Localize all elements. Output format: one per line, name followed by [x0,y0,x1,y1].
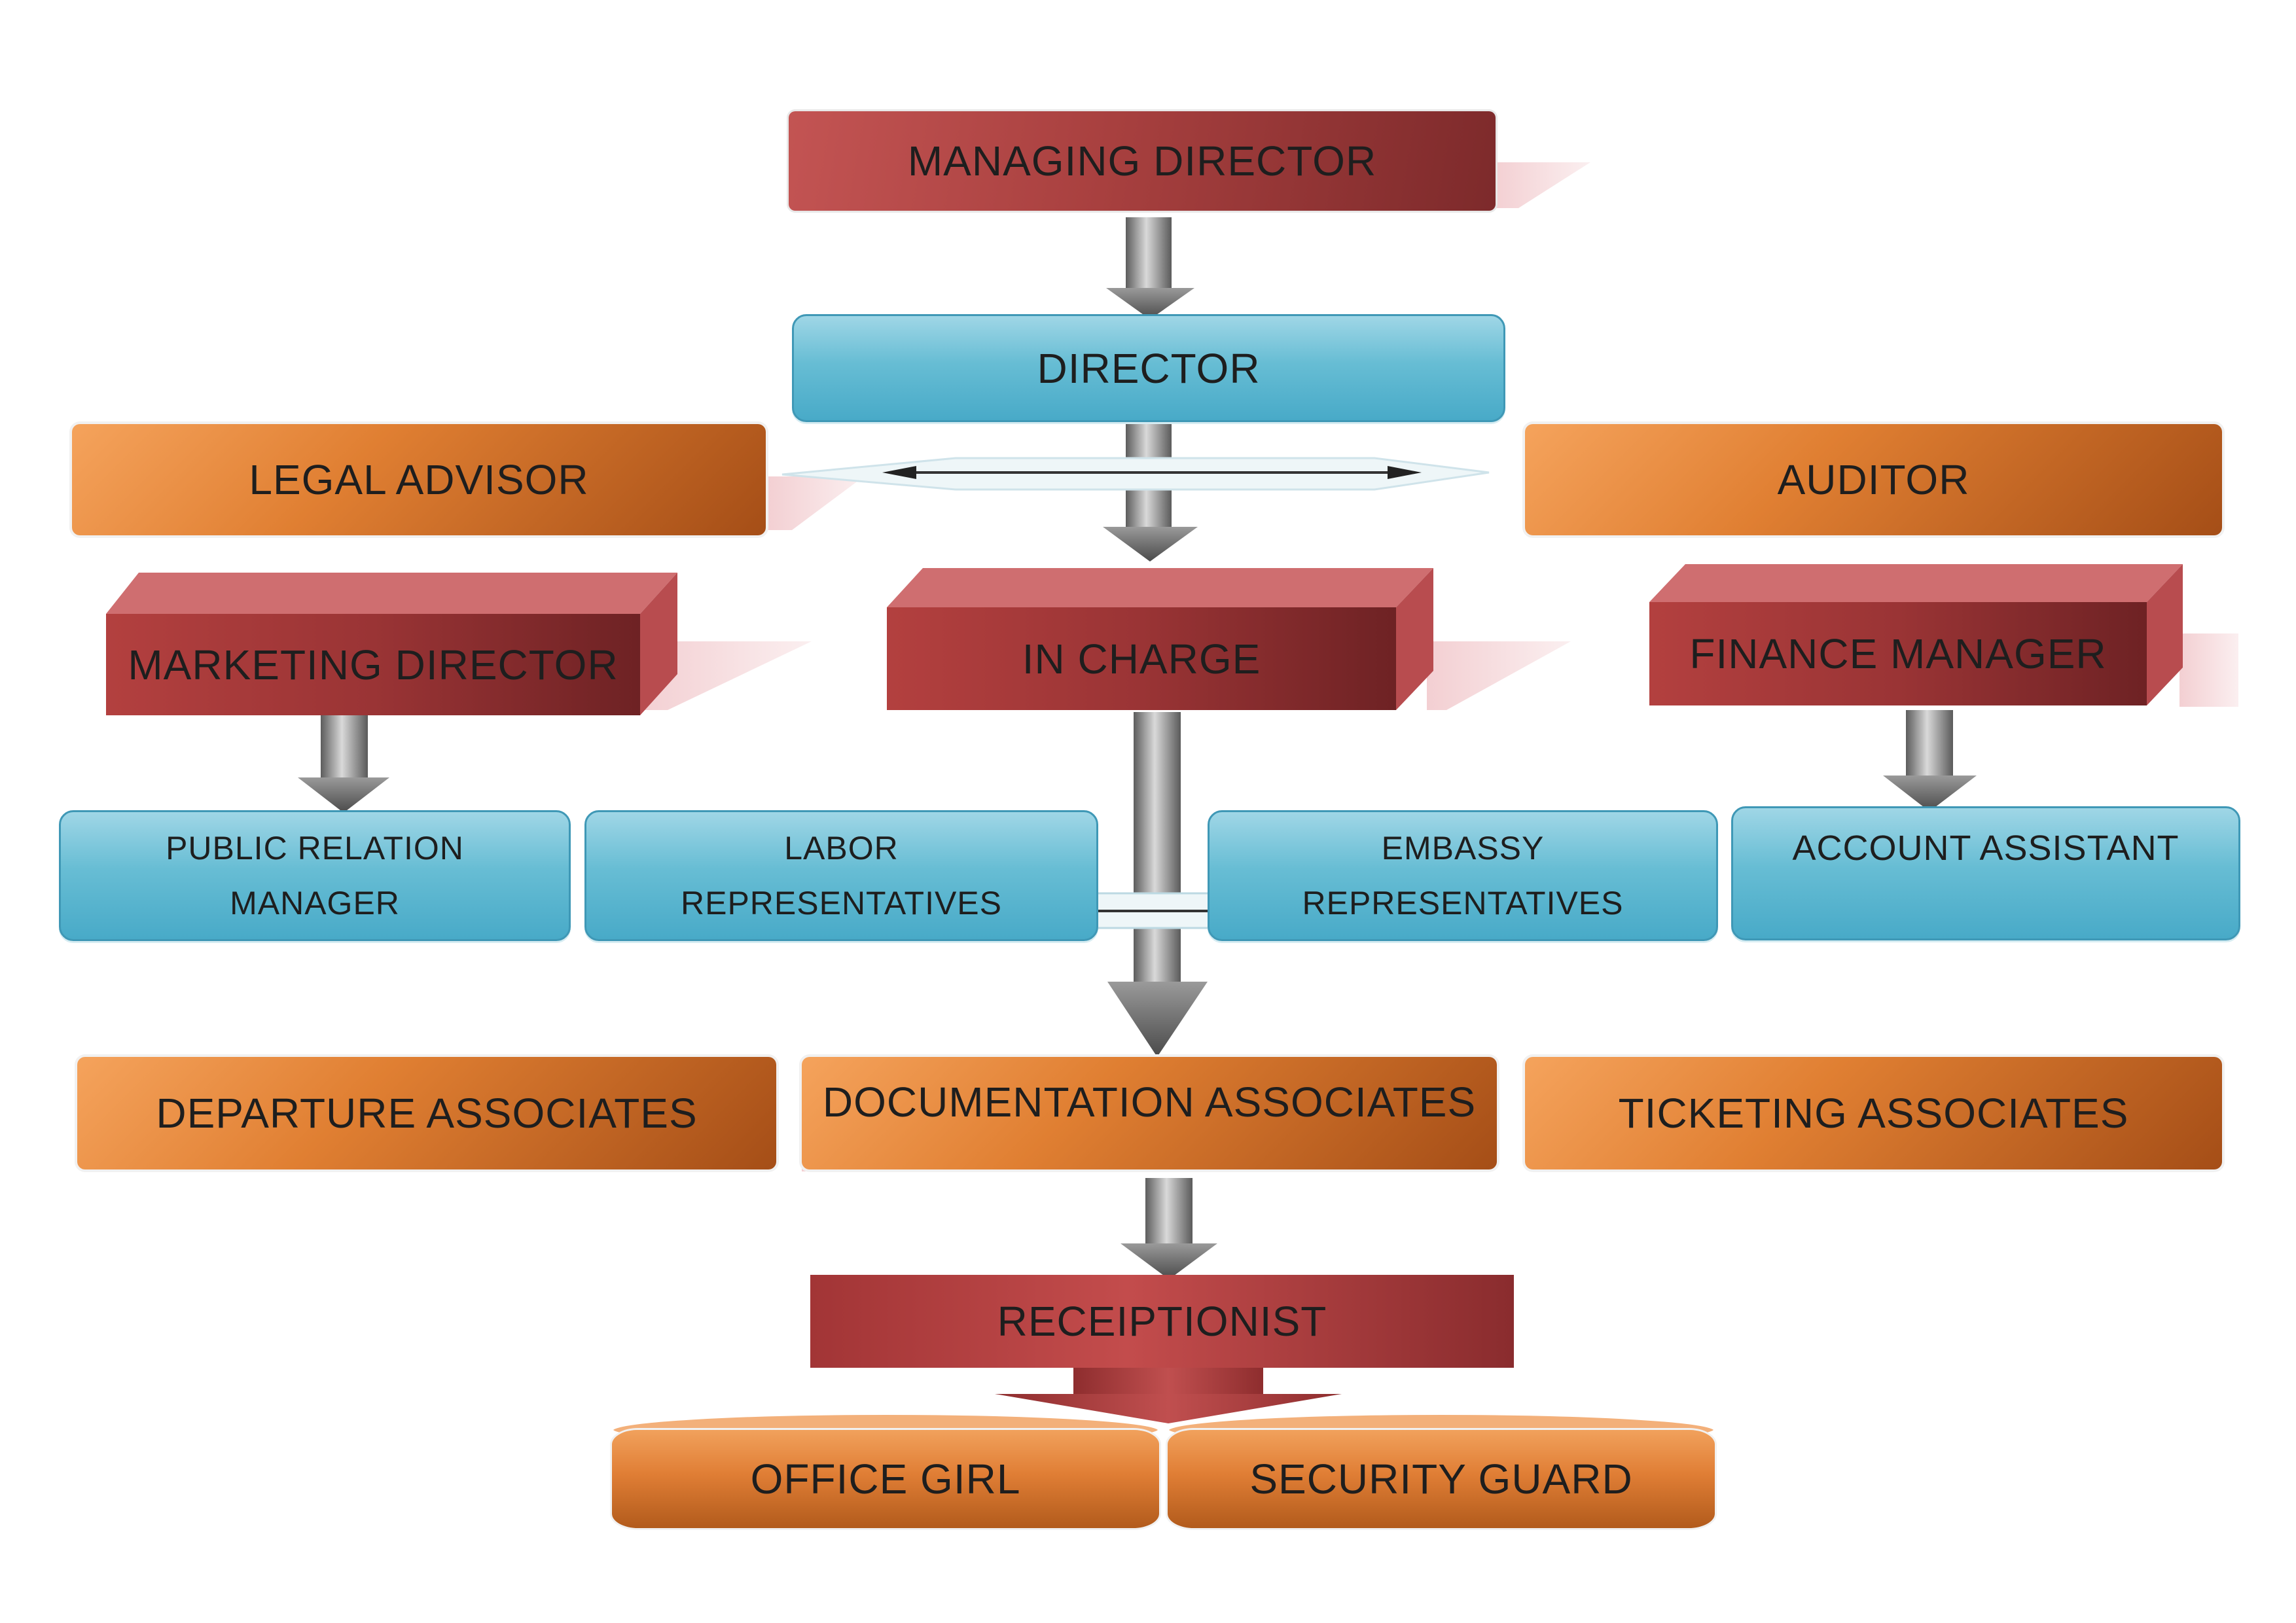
arrow-incharge-to-documentation [1107,712,1208,1057]
shadow-managing-director [1492,162,1590,208]
shadow-finance-manager [2179,633,2238,707]
node-labor-representatives: LABOR REPRESENTATIVES [584,810,1098,941]
node-director: DIRECTOR [792,314,1505,422]
node-public-relation-manager: PUBLIC RELATION MANAGER [59,810,571,941]
node-label-line-1: EMBASSY [1381,830,1545,866]
node-security-guard: SECURITY GUARD [1168,1430,1715,1528]
shadow-legal-advisor [766,476,864,530]
node-label-line-1: LABOR [784,830,899,866]
node-in-charge: IN CHARGE [887,607,1396,710]
node-label: OFFICE GIRL [750,1455,1021,1503]
arrow-legal-auditor [781,457,1490,491]
node-label-line-2: REPRESENTATIVES [1302,885,1624,921]
node-departure-associates: DEPARTURE ASSOCIATES [77,1057,776,1169]
shadow-in-charge [1427,641,1571,710]
node-label: DEPARTURE ASSOCIATES [156,1090,698,1137]
node-office-girl: OFFICE GIRL [612,1430,1159,1528]
node-label: LEGAL ADVISOR [249,456,589,503]
node-managing-director: MANAGING DIRECTOR [789,111,1496,211]
node-label: TICKETING ASSOCIATES [1618,1090,2129,1137]
arrow-md-to-director [1106,217,1194,319]
arrow-director-to-incharge [1103,424,1198,562]
node-legal-advisor: LEGAL ADVISOR [72,424,766,535]
node-label-line-2: MANAGER [230,885,400,921]
node-label: DOCUMENTATION ASSOCIATES [822,1079,1477,1126]
node-label: SECURITY GUARD [1249,1455,1633,1503]
node-documentation-associates: DOCUMENTATION ASSOCIATES [802,1057,1497,1169]
arrow-receptionist-down [995,1368,1342,1423]
node-embassy-representatives: EMBASSY REPRESENTATIVES [1208,810,1718,941]
node-label: ACCOUNT ASSISTANT [1792,829,2179,868]
node-ticketing-associates: TICKETING ASSOCIATES [1525,1057,2222,1169]
node-label: AUDITOR [1777,456,1970,503]
node-finance-manager: FINANCE MANAGER [1649,602,2147,705]
arrow-finance-to-account [1883,710,1977,812]
node-marketing-director: MARKETING DIRECTOR [106,614,640,715]
node-label-line-1: PUBLIC RELATION [166,830,464,866]
arrow-documentation-to-receptionist [1121,1178,1217,1279]
node-account-assistant: ACCOUNT ASSISTANT [1731,806,2240,940]
cube-finance-manager [1649,564,2183,705]
shadow-marketing-director [638,641,812,710]
node-receiptionist: RECEIPTIONIST [810,1275,1514,1368]
node-label: DIRECTOR [1037,344,1261,392]
node-label: MANAGING DIRECTOR [907,137,1377,185]
cube-marketing-director [106,573,677,715]
node-label: RECEIPTIONIST [997,1298,1327,1345]
node-label-line-2: REPRESENTATIVES [680,885,1003,921]
node-label: IN CHARGE [1022,635,1261,683]
node-label: FINANCE MANAGER [1689,630,2107,677]
arrow-marketing-to-pr [298,712,389,813]
cube-in-charge [887,568,1433,710]
node-label: MARKETING DIRECTOR [128,641,619,688]
node-auditor: AUDITOR [1525,424,2222,535]
